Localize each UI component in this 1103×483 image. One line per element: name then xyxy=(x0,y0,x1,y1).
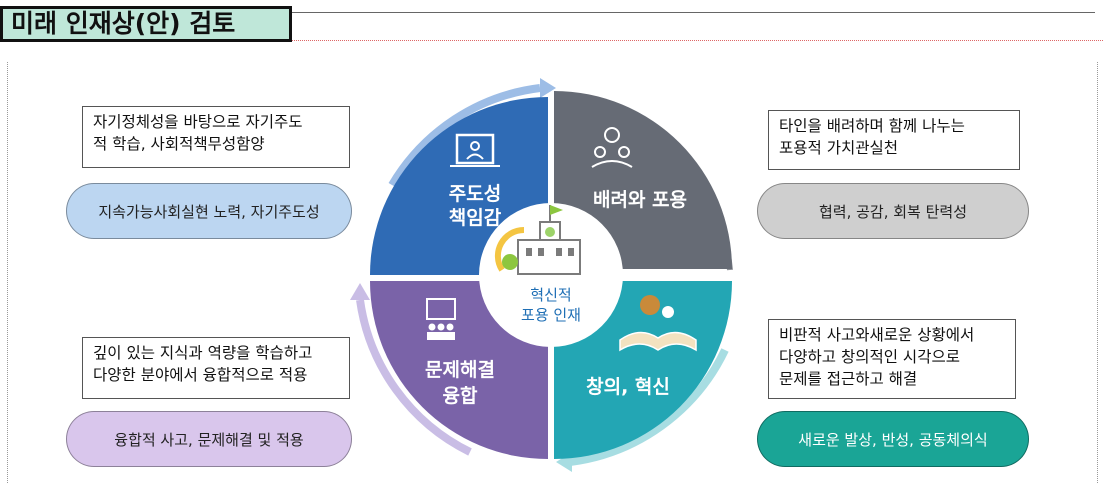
arrow-head-left xyxy=(350,283,370,300)
pill-bottom-right-label: 새로운 발상, 반성, 공동체의식 xyxy=(798,430,988,449)
desc-top-left: 자기정체성을 바탕으로 자기주도 적 학습, 사회적책무성함양 xyxy=(82,106,350,168)
desc-bottom-right-line3: 문제를 접근하고 해결 xyxy=(779,370,918,388)
pill-top-left-label: 지속가능사회실현 노력, 자기주도성 xyxy=(98,202,320,221)
desc-bottom-right: 비판적 사고와새로운 상황에서 다양하고 창의적인 시각으로 문제를 접근하고 … xyxy=(768,319,1016,399)
desc-top-left-line1: 자기정체성을 바탕으로 자기주도 xyxy=(93,113,303,131)
center-label-line2: 포용 인재 xyxy=(521,306,581,324)
left-margin-rule xyxy=(7,62,8,483)
quadrant-bottom-left-label-line1: 문제해결 xyxy=(425,359,495,381)
school-icon xyxy=(494,205,581,275)
pill-bottom-left-label: 융합적 사고, 문제해결 및 적용 xyxy=(114,430,304,449)
desc-top-right-line1: 타인을 배려하며 함께 나누는 xyxy=(779,117,965,135)
page-title: 미래 인재상(안) 검토 xyxy=(0,6,292,42)
desc-bottom-left-line2: 다양한 분야에서 융합적으로 적용 xyxy=(93,366,308,384)
arrow-head-top xyxy=(540,78,556,98)
pill-bottom-right: 새로운 발상, 반성, 공동체의식 xyxy=(757,411,1029,467)
pill-top-right: 협력, 공감, 회복 탄력성 xyxy=(757,183,1029,239)
desc-bottom-left-line1: 깊이 있는 지식과 역량을 학습하고 xyxy=(93,344,313,362)
desc-top-right: 타인을 배려하며 함께 나누는 포용적 가치관실천 xyxy=(768,110,1020,170)
center-label-line1: 혁신적 xyxy=(530,286,571,304)
presenter-screen-icon xyxy=(450,133,500,167)
desc-top-right-line2: 포용적 가치관실천 xyxy=(779,139,899,157)
desc-bottom-left: 깊이 있는 지식과 역량을 학습하고 다양한 분야에서 융합적으로 적용 xyxy=(82,337,350,399)
arc-arrow-top xyxy=(388,84,541,188)
pill-bottom-left: 융합적 사고, 문제해결 및 적용 xyxy=(66,411,352,467)
pill-top-left: 지속가능사회실현 노력, 자기주도성 xyxy=(66,183,352,239)
title-rule xyxy=(292,12,1095,13)
quadrant-top-left-label-line1: 주도성 xyxy=(449,183,501,205)
title-dotted-rule xyxy=(292,40,1103,41)
quadrant-top-right-label: 배려와 포용 xyxy=(593,189,687,211)
team-gear-icon xyxy=(591,127,633,168)
arc-arrow-bottom xyxy=(569,348,729,466)
classroom-icon xyxy=(426,298,456,340)
desc-bottom-right-line2: 다양하고 창의적인 시각으로 xyxy=(779,348,960,366)
open-book-icon xyxy=(619,295,697,352)
arc-arrow-left xyxy=(356,299,472,456)
desc-top-left-line2: 적 학습, 사회적책무성함양 xyxy=(93,135,265,153)
desc-bottom-right-line1: 비판적 사고와새로운 상황에서 xyxy=(779,326,975,344)
quadrant-top-left-label-line2: 책임감 xyxy=(449,207,502,229)
quadrant-bottom-right-label: 창의, 혁신 xyxy=(586,376,670,398)
right-margin-rule xyxy=(1097,62,1098,483)
quadrant-bottom-left-label-line2: 융합 xyxy=(443,385,478,407)
pill-top-right-label: 협력, 공감, 회복 탄력성 xyxy=(818,202,968,221)
